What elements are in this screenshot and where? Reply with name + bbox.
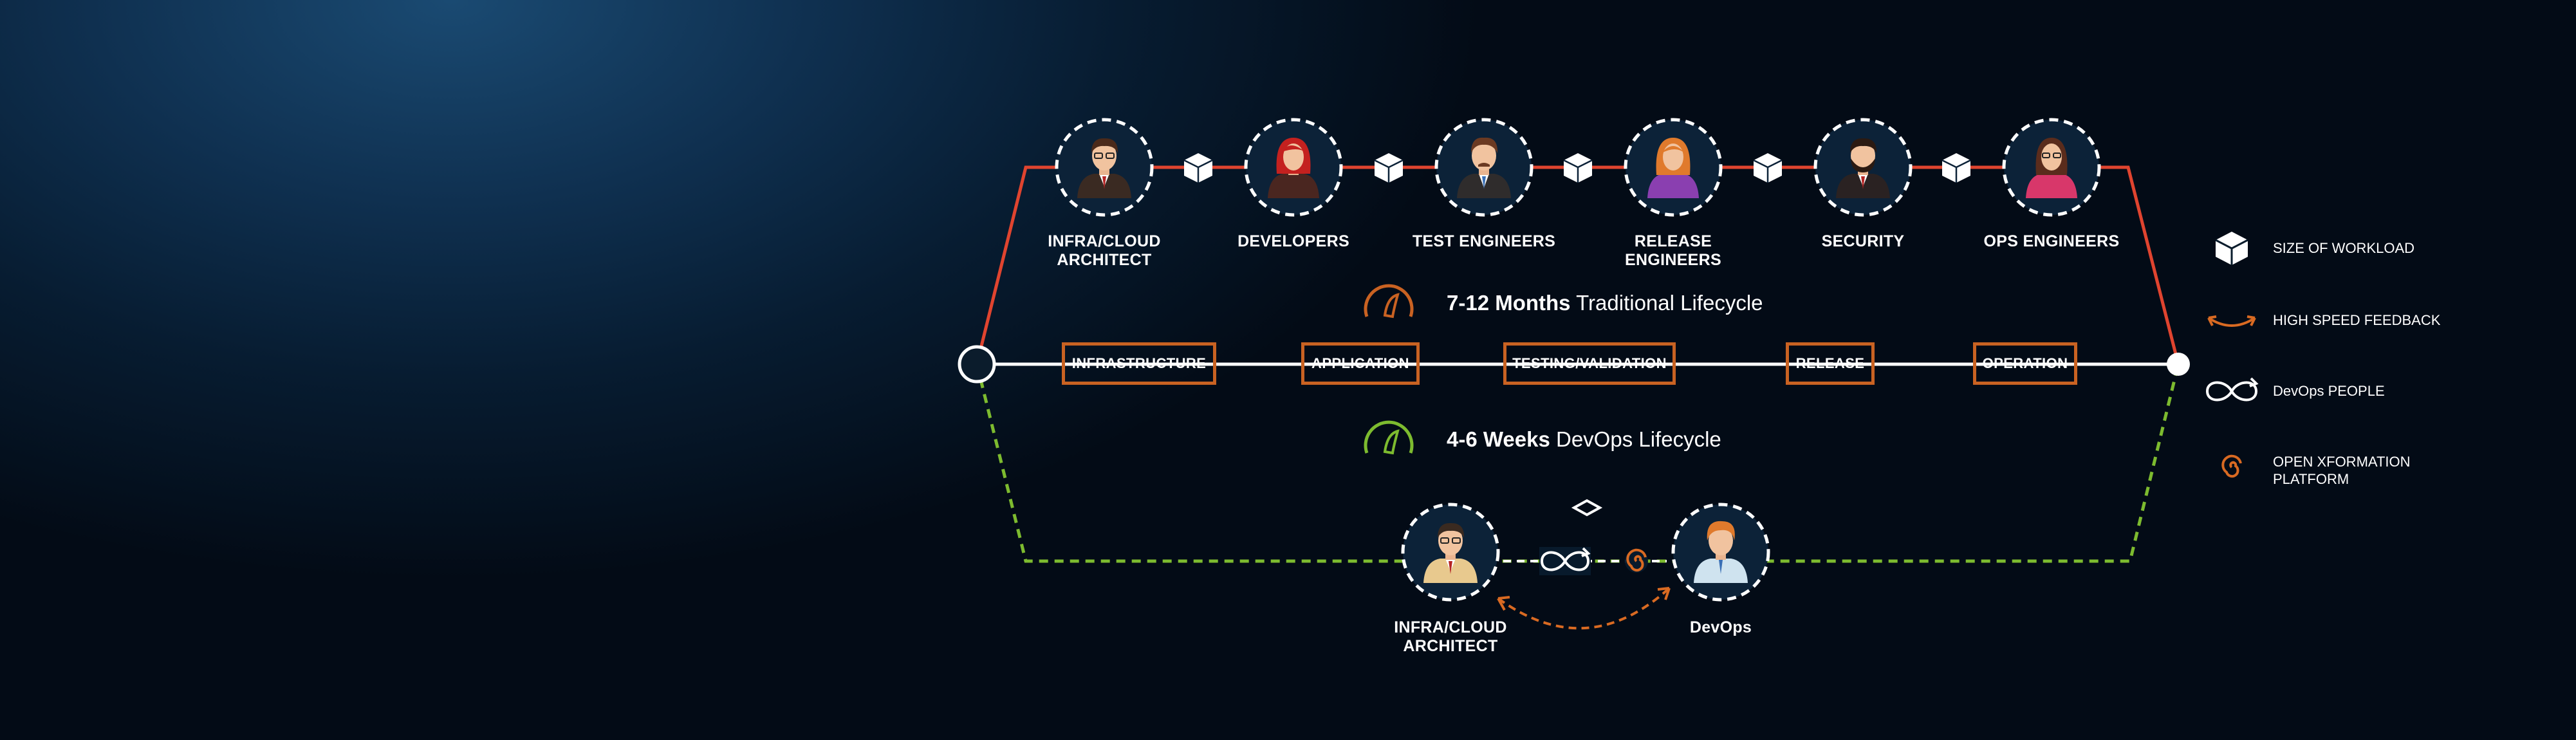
workload-cube-icon xyxy=(1563,153,1593,183)
traditional-gauge-icon xyxy=(1364,284,1414,319)
workload-small-icon xyxy=(1571,499,1603,517)
traditional-lifecycle-label: 7-12 Months Traditional Lifecycle xyxy=(1447,291,1763,315)
role-label-security: SECURITY xyxy=(1821,232,1905,250)
legend-devops-people: DevOps PEOPLE xyxy=(2273,383,2385,399)
workload-cube-icon xyxy=(1941,153,1971,183)
stage-release: RELEASE xyxy=(1786,342,1875,385)
end-node xyxy=(2167,353,2190,376)
role-label-ops-engineers: OPS ENGINEERS xyxy=(1983,232,2120,250)
legend-feedback: HIGH SPEED FEEDBACK xyxy=(2273,312,2441,328)
stage-infrastructure: INFRASTRUCTURE xyxy=(1062,342,1216,385)
workload-cube-icon xyxy=(1753,153,1783,183)
infinity-icon xyxy=(2205,377,2259,402)
start-node xyxy=(958,345,996,384)
role-avatar-developers xyxy=(1244,118,1343,217)
devops-avatar-devops xyxy=(1671,503,1770,602)
role-label-test-engineers: TEST ENGINEERS xyxy=(1412,232,1556,250)
role-avatar-security xyxy=(1813,118,1913,217)
role-avatar-test-engineers xyxy=(1434,118,1534,217)
workload-cube-icon xyxy=(1183,153,1213,183)
legend-workload: SIZE OF WORKLOAD xyxy=(2273,240,2415,256)
feedback-arrow-head xyxy=(1497,596,1510,611)
role-avatar-ops-engineers xyxy=(2002,118,2101,217)
devops-gauge-icon xyxy=(1364,420,1414,455)
spiral-icon xyxy=(1625,548,1648,573)
role-avatar-release-engineers xyxy=(1624,118,1723,217)
devops-lifecycle-label: 4-6 Weeks DevOps Lifecycle xyxy=(1447,427,1721,451)
feedback-arrow xyxy=(1497,587,1671,630)
infinity-icon xyxy=(1539,547,1591,575)
devops-avatar-infra xyxy=(1401,503,1500,602)
devops-path-line xyxy=(975,364,2180,563)
stage-application: APPLICATION xyxy=(1301,342,1420,385)
role-label-developers: DEVELOPERS xyxy=(1237,232,1349,250)
feedback-arrow-head xyxy=(1657,587,1671,600)
role-avatar-infra xyxy=(1055,118,1154,217)
devops-label-devops: DevOps xyxy=(1689,618,1752,636)
feedback-arrow-icon xyxy=(2207,315,2256,327)
stage-operation: OPERATION xyxy=(1973,342,2077,385)
stage-testing-validation: TESTING/VALIDATION xyxy=(1503,342,1676,385)
cube-icon xyxy=(2215,232,2248,265)
workload-cube-icon xyxy=(1374,153,1404,183)
spiral-icon xyxy=(2221,454,2242,478)
